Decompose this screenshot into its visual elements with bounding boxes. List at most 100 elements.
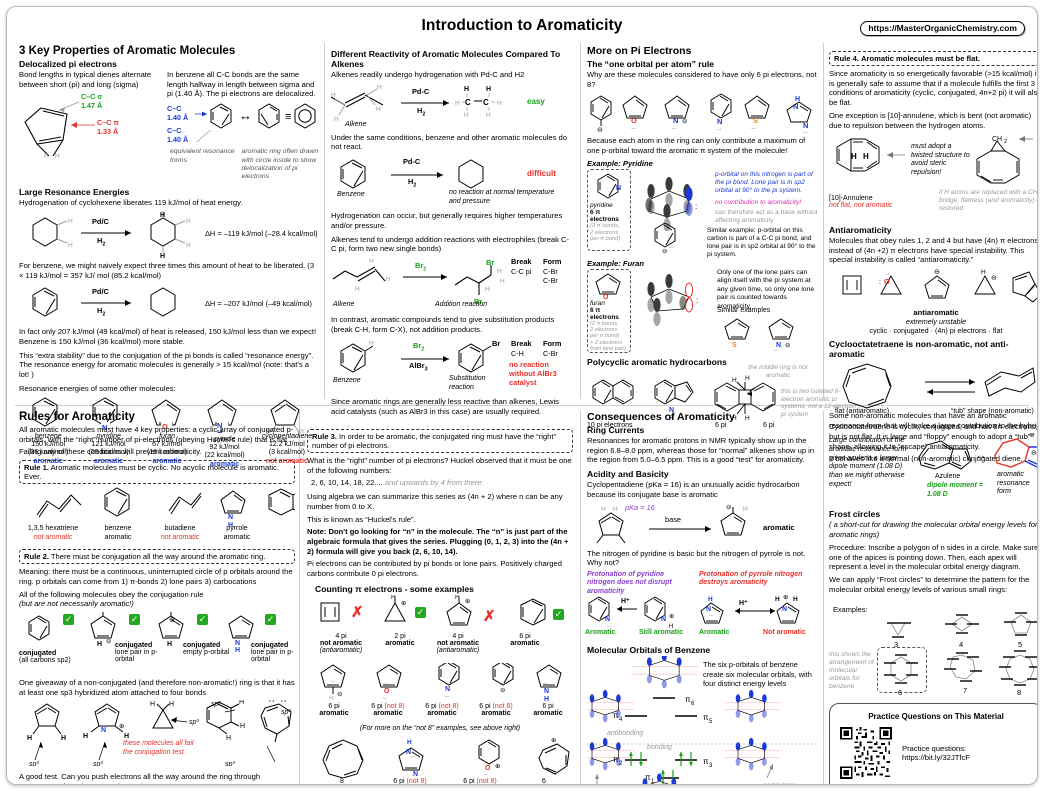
text-frost-procedure: Procedure: Inscribe a polygon of n sides…	[829, 542, 1038, 572]
label-similar-examples: Similar examples	[717, 306, 771, 314]
svg-text:H: H	[160, 212, 165, 219]
count-verdict: not aromatic	[319, 639, 362, 647]
label-aromatic-resonance-form: aromatic resonance form	[997, 471, 1030, 496]
svg-text:H: H	[377, 84, 382, 91]
label-aromatic-2: Aromatic	[699, 629, 730, 637]
rule1-text: Aromatic molecules must be cyclic. No ac…	[24, 463, 279, 482]
count-verdict: aromatic	[510, 639, 540, 647]
svg-text:H: H	[732, 377, 737, 384]
tag-no-reaction-without-catalyst: no reaction without AlBr3 catalyst	[509, 360, 557, 388]
count-not8: (not 8)	[438, 702, 459, 710]
text-alkene-hydrogenation: Alkenes readily undergo hydrogenation wi…	[331, 70, 525, 79]
label-addition-reaction: Addition reaction	[435, 301, 488, 309]
label-10-annulene: [10]-Annulene	[829, 195, 873, 203]
site-url-pill[interactable]: https://MasterOrganicChemistry.com	[860, 21, 1025, 36]
svg-text:N: N	[605, 616, 610, 623]
count-note: (antiaromatic)	[319, 646, 363, 654]
svg-text:⊖: ⊖	[662, 248, 668, 255]
svg-text:⊖: ⊖	[934, 269, 940, 276]
count-label: 4 pi	[452, 632, 464, 640]
text-generally-safe-flat: Since aromaticity is so energetically fa…	[829, 69, 1038, 108]
count-label: 6 pi	[393, 777, 405, 785]
svg-text:sp³: sp³	[189, 719, 199, 726]
practice-questions-box: Practice Questions on This Material	[829, 703, 1037, 784]
svg-text:2: 2	[619, 761, 623, 767]
antiaromatic-structures-row: ·· O : ⊖ H ⊖ ·	[842, 269, 1037, 303]
check-icon: ✓	[63, 614, 74, 626]
res-name: benzene	[34, 432, 62, 440]
svg-text:H: H	[97, 641, 102, 648]
cot-equilibrium-scheme	[842, 363, 1036, 409]
counting-row1-structures: H ⊕ H ⊕	[320, 595, 546, 626]
section-rules-for-aromaticity: Rules for Aromaticity All aromatic molec…	[19, 411, 295, 784]
svg-text:⊕: ⊕	[465, 598, 471, 605]
phenyl-anion-structure: ⊖ ··	[654, 222, 676, 255]
svg-text:··: ··	[885, 271, 889, 278]
label-aromatic-product: aromatic	[763, 522, 795, 532]
svg-text:⊖: ⊖	[500, 687, 506, 694]
qr-code-icon[interactable]	[840, 727, 892, 780]
svg-text:⊕: ⊕	[495, 763, 501, 770]
caption-ch2-bridge: if H atoms are replaced with a CH2 bridg…	[939, 189, 1038, 213]
text-cot-behaves: It behaves like a normal (non-aromatic) …	[829, 454, 1023, 464]
svg-text:H: H	[793, 596, 798, 603]
svg-text:H: H	[169, 701, 174, 708]
count-note: (antiaromatic)	[436, 646, 480, 654]
check-icon: ✓	[553, 608, 564, 620]
svg-text:Br: Br	[486, 258, 494, 267]
section-frost-circles: Some non-aromatic molecules that have an…	[829, 411, 1038, 784]
divider-vertical-4	[299, 411, 300, 784]
svg-text:H: H	[186, 218, 191, 225]
res-kj: 67 kJ/mol	[152, 440, 183, 448]
svg-text:H: H	[55, 153, 60, 158]
check-icon: ✓	[197, 614, 208, 626]
text-no-contribution: no contribution to aromaticity!	[715, 198, 802, 206]
text-pyridine-vs-pyrrole: The nitrogen of pyridine is basic but th…	[587, 548, 806, 568]
res-kcal: (29 kcal/mol)	[88, 449, 129, 457]
svg-text:⊖: ⊖	[726, 504, 732, 511]
cyclopentadiene-structure-2: H H	[266, 398, 304, 433]
rule4-box: Rule 4. Aromatic molecules must be flat.	[829, 51, 1037, 66]
label-example-furan: Example: Furan	[587, 258, 644, 268]
reagent-br2-1: Br2	[415, 261, 427, 273]
svg-text:N: N	[717, 117, 722, 126]
reagent-h2-1: H2	[97, 235, 106, 248]
rule4-text: Aromatic molecules must be flat.	[861, 54, 981, 63]
svg-text:H: H	[795, 96, 800, 103]
furan-structure-small: O	[595, 273, 621, 300]
enthalpy-1: ΔH = –119 kJ/mol (–28.4 kcal/mol)	[205, 228, 318, 238]
count-verdict: aromatic	[481, 709, 511, 717]
svg-text:H: H	[68, 218, 73, 225]
subheading-counting-pi: Counting π electrons - some examples	[315, 583, 474, 594]
svg-text:H: H	[167, 641, 172, 648]
svg-text:H: H	[369, 340, 374, 347]
res-kcal: (36 kcal/mol)	[28, 449, 69, 457]
text-what-is-right-number: What is the “right” number of pi electro…	[307, 456, 572, 475]
svg-text:⊕: ⊕	[783, 594, 789, 601]
practice-questions-url[interactable]: https://bit.ly/32JTfcF	[902, 753, 970, 763]
note-pyridine-protonation: Protonation of pyridine nitrogen does no…	[587, 571, 672, 595]
text-hydrogenation-can-occur: Hydrogenation can occur, but generally r…	[331, 211, 563, 230]
text-only-one-lone-pair: Only one of the lone pairs can align its…	[717, 268, 815, 310]
svg-text:··: ··	[774, 348, 778, 353]
svg-text:⊖: ⊖	[785, 342, 791, 349]
subheading-one-orbital-rule: The “one orbital per atom” rule	[587, 59, 715, 69]
svg-text:4: 4	[619, 717, 623, 723]
svg-text:··: ··	[803, 129, 807, 134]
note-pyrrole-protonation: Protonation of pyrrole nitrogen destroys…	[699, 571, 803, 587]
label-furan-count: 6 π electrons	[590, 306, 619, 321]
enthalpy-2: ΔH = –207 kJ/mol (–49 kcal/mol)	[205, 299, 313, 309]
reagent-pdc-2: Pd/C	[92, 287, 109, 297]
footer-title: Practice Questions on This Material	[868, 712, 1004, 722]
conj-sublabel-2: lone pair in p-orbital	[115, 649, 158, 664]
svg-text:sp³: sp³	[211, 701, 221, 708]
svg-text:N: N	[406, 749, 411, 756]
subheading-acidity-basicity: Acidity and Basicity	[587, 469, 669, 480]
svg-text:O: O	[162, 422, 168, 431]
svg-text:H: H	[331, 92, 336, 99]
label-benzene-1: Benzene	[337, 191, 365, 199]
label-azulene: Azulene	[935, 473, 961, 481]
svg-text:⊖: ⊖	[106, 638, 112, 645]
